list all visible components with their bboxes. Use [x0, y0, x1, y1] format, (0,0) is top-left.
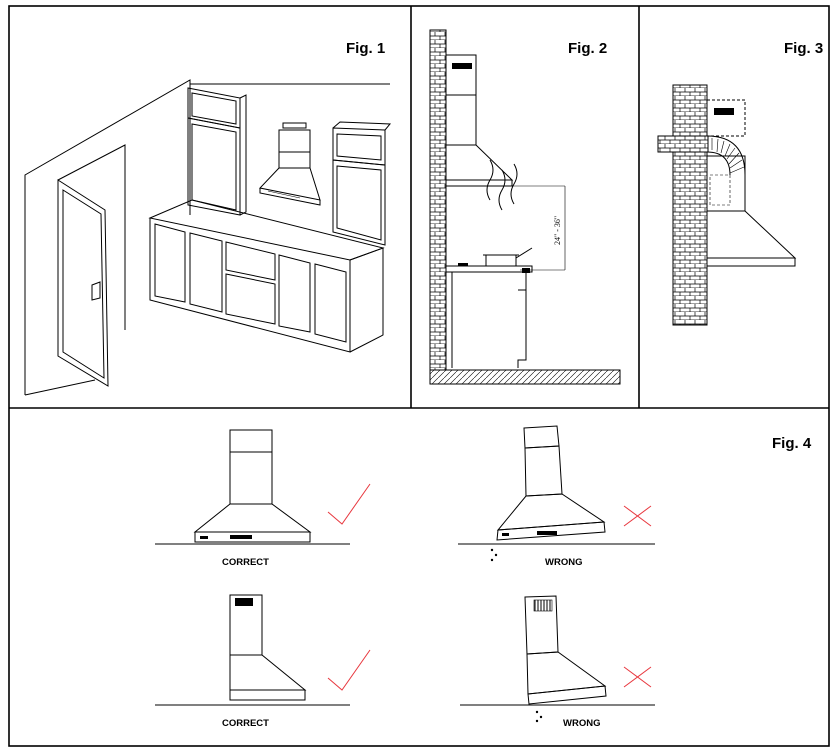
fig3-panel: Fig. 3 [657, 40, 823, 326]
hood-side-level: CORRECT [155, 594, 350, 729]
brick-wall-vent [657, 84, 709, 326]
upper-cabinet-left [187, 87, 247, 216]
upper-cabinet-right [332, 121, 392, 246]
range-hood-side [445, 54, 514, 187]
cross-mark-icon [623, 666, 652, 688]
fig2-label: Fig. 2 [568, 40, 607, 57]
caption-wrong-bottom: WRONG [563, 718, 600, 729]
floor [429, 369, 621, 385]
caption-correct-bottom: CORRECT [222, 718, 269, 729]
door [57, 144, 126, 387]
check-mark-icon [327, 649, 371, 691]
fig4-panel: Fig. 4 CORRECT WRONG [155, 425, 812, 729]
cooktop-and-pot [446, 159, 533, 368]
hood-side-tilted: WRONG [460, 595, 655, 729]
duct-elbow [706, 99, 746, 212]
panel-frame [8, 5, 830, 747]
dimension-line: 24" - 36" [512, 185, 566, 271]
fig1-label: Fig. 1 [346, 40, 385, 57]
cross-mark-icon [623, 505, 652, 527]
check-mark-icon [327, 483, 371, 525]
caption-correct-top: CORRECT [222, 557, 269, 568]
hood-front-level: CORRECT [155, 429, 350, 568]
lower-cabinets [148, 199, 385, 353]
brick-wall [429, 29, 447, 371]
fig4-label: Fig. 4 [772, 435, 812, 452]
fig3-label: Fig. 3 [784, 40, 823, 57]
kitchen-room-illustration [24, 79, 392, 396]
range-hood-vent [707, 210, 797, 267]
hood-front-tilted: WRONG [458, 425, 655, 568]
caption-wrong-top: WRONG [545, 557, 582, 568]
distance-label: 24" - 36" [553, 216, 562, 245]
fig1-panel: Fig. 1 [24, 40, 392, 396]
fig2-panel: Fig. 2 24" - 36" [429, 29, 621, 385]
range-hood-perspective [259, 122, 321, 206]
